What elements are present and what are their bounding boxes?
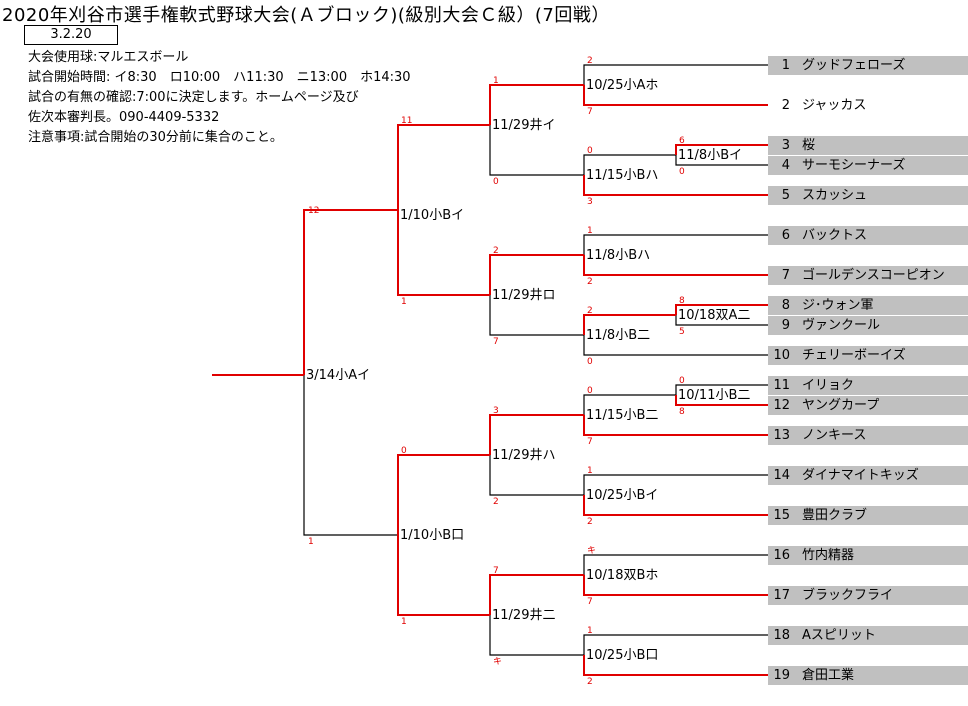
match-label: 11/29井二 [492, 608, 556, 623]
score: 8 [679, 407, 685, 417]
info-start-times: 試合開始時間: イ8:30 ロ10:00 ハ11:30 ニ13:00 ホ14:3… [28, 70, 411, 85]
score: 2 [587, 517, 593, 527]
info-ball: 大会使用球:マルエスボール [28, 50, 189, 65]
match-label: 11/8小B二 [586, 328, 651, 343]
score: 3 [587, 197, 593, 207]
score: 1 [401, 297, 407, 307]
score: 0 [401, 446, 407, 456]
score: 12 [308, 206, 320, 216]
match-label: 10/25小B口 [586, 648, 659, 663]
score: 1 [587, 626, 593, 636]
match-label: 10/25小Aホ [586, 78, 659, 93]
page-title: 2020年刈谷市選手権軟式野球大会(Ａブロック)(級別大会Ｃ級）(7回戦） [2, 5, 610, 26]
score: 1 [587, 466, 593, 476]
score: 0 [587, 357, 593, 367]
score: 1 [587, 226, 593, 236]
info-umpire-contact: 佐次本審判長。090-4409-5332 [28, 110, 220, 125]
score: 2 [587, 56, 593, 66]
score: 2 [587, 277, 593, 287]
score: 5 [679, 327, 685, 337]
match-label-final: 3/14小Aイ [306, 368, 371, 383]
score: 2 [493, 246, 499, 256]
match-label: 10/11小B二 [678, 388, 751, 403]
score: キ [587, 546, 597, 556]
score: 1 [308, 537, 314, 547]
score: 0 [493, 177, 499, 187]
match-label: 11/29井ロ [492, 288, 556, 303]
match-label: 11/8小Bハ [586, 248, 651, 263]
match-label: 1/10小B口 [400, 528, 465, 543]
match-label: 10/18双Bホ [586, 568, 659, 583]
date-box: 3.2.20 [24, 25, 118, 45]
score: 11 [401, 116, 413, 126]
score: 0 [587, 146, 593, 156]
match-label: 11/29井ハ [492, 448, 556, 463]
match-label: 11/15小B二 [586, 408, 659, 423]
match-label: 10/18双A二 [678, 308, 751, 323]
score: 0 [679, 376, 685, 386]
score: 7 [493, 566, 499, 576]
score: 7 [587, 437, 593, 447]
info-notes: 注意事項:試合開始の30分前に集合のこと。 [28, 130, 283, 145]
info-confirm: 試合の有無の確認:7:00に決定します。ホームページ及び [28, 90, 359, 105]
score: 7 [587, 107, 593, 117]
score: 2 [493, 497, 499, 507]
score: 2 [587, 677, 593, 687]
score: 7 [587, 597, 593, 607]
score: 8 [679, 296, 685, 306]
score: 6 [679, 136, 685, 146]
match-label: 11/8小Bイ [678, 148, 743, 163]
score: 0 [587, 386, 593, 396]
match-label: 11/29井イ [492, 118, 556, 133]
match-label: 11/15小Bハ [586, 168, 659, 183]
score: 2 [587, 306, 593, 316]
score: 3 [493, 406, 499, 416]
score: 1 [493, 76, 499, 86]
match-label: 1/10小Bイ [400, 208, 465, 223]
score: 0 [679, 167, 685, 177]
score: 7 [493, 337, 499, 347]
score: 1 [401, 617, 407, 627]
score: キ [493, 657, 503, 667]
match-label: 10/25小Bイ [586, 488, 659, 503]
